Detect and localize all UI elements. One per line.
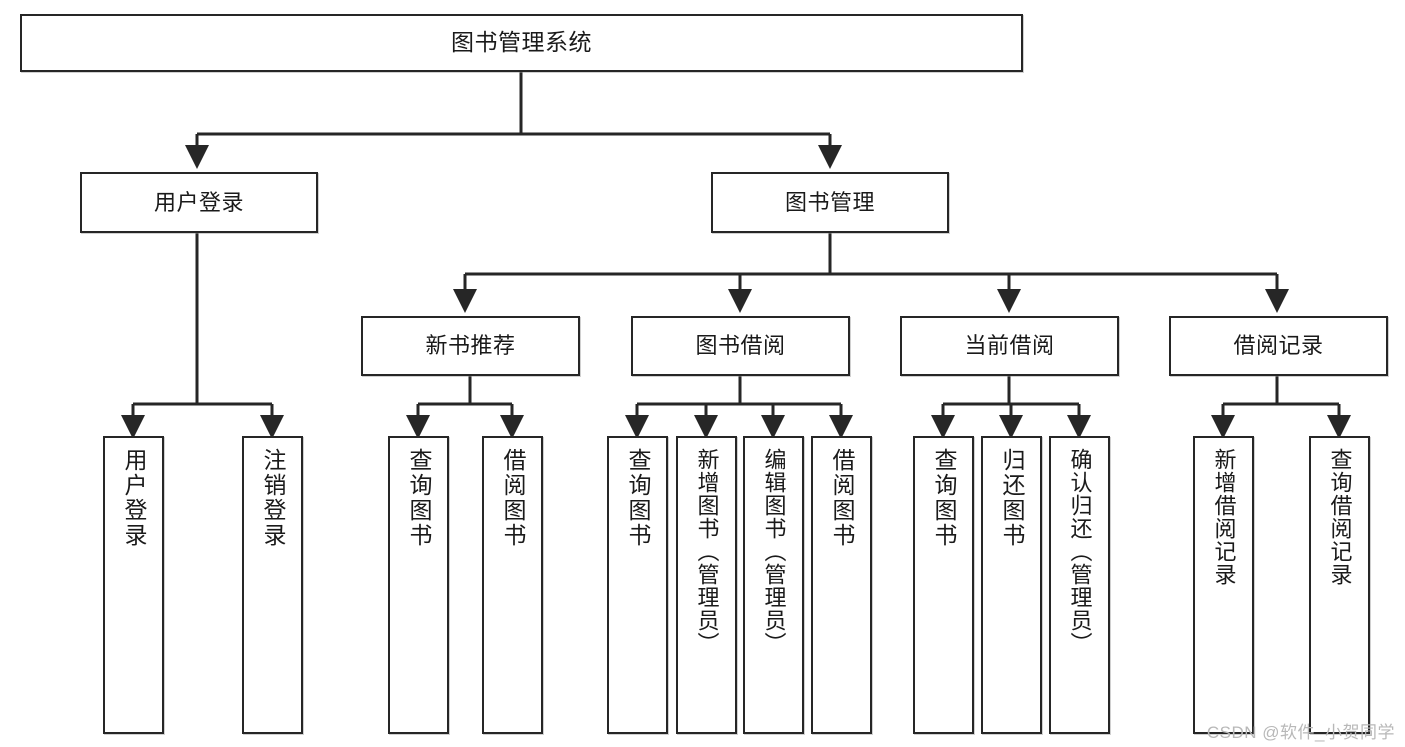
- node-user-login[interactable]: 用户登录: [80, 172, 318, 233]
- node-leaf-query-book-newbook-label: 查询图书: [406, 448, 432, 548]
- node-book-management[interactable]: 图书管理: [711, 172, 949, 233]
- node-leaf-query-book-borrow[interactable]: 查询图书: [607, 436, 668, 734]
- node-leaf-query-book-borrow-label: 查询图书: [625, 448, 651, 548]
- node-new-book-recommend-label: 新书推荐: [425, 333, 516, 359]
- node-borrow-records[interactable]: 借阅记录: [1169, 316, 1388, 376]
- node-leaf-return-book[interactable]: 归还图书: [981, 436, 1042, 734]
- node-leaf-edit-book-admin[interactable]: 编辑图书（管理员）: [743, 436, 804, 734]
- node-leaf-user-login-label: 用户登录: [121, 448, 147, 548]
- node-leaf-return-book-label: 归还图书: [999, 448, 1025, 548]
- node-leaf-add-borrow-record-label: 新增借阅记录: [1211, 448, 1237, 586]
- node-leaf-query-book-newbook[interactable]: 查询图书: [388, 436, 449, 734]
- node-leaf-borrow-book-newbook-label: 借阅图书: [500, 448, 526, 548]
- watermark-text: CSDN @软件_小贺同学: [1206, 723, 1395, 742]
- node-leaf-borrow-book-label: 借阅图书: [829, 448, 855, 548]
- node-leaf-query-book-current-label: 查询图书: [931, 448, 957, 548]
- node-user-login-label: 用户登录: [153, 189, 244, 215]
- node-current-borrow-label: 当前借阅: [964, 333, 1055, 359]
- node-current-borrow[interactable]: 当前借阅: [900, 316, 1119, 376]
- node-leaf-logout-label: 注销登录: [260, 448, 286, 548]
- node-root[interactable]: 图书管理系统: [20, 14, 1023, 72]
- node-leaf-add-borrow-record[interactable]: 新增借阅记录: [1193, 436, 1254, 734]
- node-leaf-borrow-book[interactable]: 借阅图书: [811, 436, 872, 734]
- node-leaf-borrow-book-newbook[interactable]: 借阅图书: [482, 436, 543, 734]
- node-new-book-recommend[interactable]: 新书推荐: [361, 316, 580, 376]
- node-leaf-confirm-return-admin-label: 确认归还（管理员）: [1067, 448, 1093, 655]
- node-leaf-user-login[interactable]: 用户登录: [103, 436, 164, 734]
- node-borrow-records-label: 借阅记录: [1233, 333, 1324, 359]
- node-leaf-query-borrow-record[interactable]: 查询借阅记录: [1309, 436, 1370, 734]
- node-leaf-logout[interactable]: 注销登录: [242, 436, 303, 734]
- node-leaf-add-book-admin-label: 新增图书（管理员）: [694, 448, 720, 655]
- node-book-management-label: 图书管理: [784, 189, 875, 215]
- node-book-borrow[interactable]: 图书借阅: [631, 316, 850, 376]
- node-leaf-add-book-admin[interactable]: 新增图书（管理员）: [676, 436, 737, 734]
- node-leaf-confirm-return-admin[interactable]: 确认归还（管理员）: [1049, 436, 1110, 734]
- node-leaf-edit-book-admin-label: 编辑图书（管理员）: [761, 448, 787, 655]
- node-leaf-query-borrow-record-label: 查询借阅记录: [1327, 448, 1353, 586]
- node-root-label: 图书管理系统: [451, 29, 592, 56]
- node-leaf-query-book-current[interactable]: 查询图书: [913, 436, 974, 734]
- node-book-borrow-label: 图书借阅: [695, 333, 786, 359]
